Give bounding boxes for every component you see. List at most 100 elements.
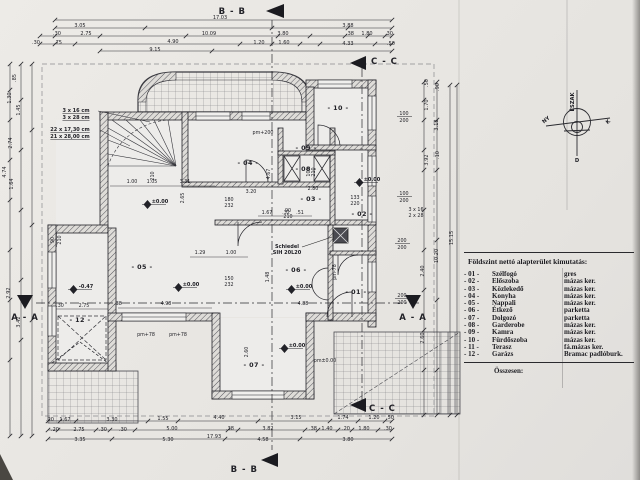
dim-top: 1.20 (253, 40, 264, 46)
window-mark-bottom: 210 (57, 235, 63, 244)
paper-crease (458, 0, 460, 480)
dim-left: 3.42 (16, 316, 22, 327)
chimney-note: Schiedel SIH 20L20 (273, 244, 302, 256)
plan-dim: .30 (56, 303, 64, 309)
legend-room-finish: mázas ker. (564, 284, 596, 293)
plan-dim: .51 (296, 210, 304, 216)
inner-dim-lines (56, 185, 312, 310)
dim-bottom: .38 (309, 426, 317, 432)
plan-dim: 4.88 (298, 301, 309, 307)
plan-dim: .38 (114, 301, 122, 307)
section-label-cc-top: C - C (371, 57, 398, 67)
entry-porch (333, 331, 461, 415)
legend-bottom-rule (464, 361, 634, 363)
plan-dim: 4.67 (266, 169, 272, 180)
legend-room-name: Nappali (492, 299, 516, 308)
section-label-cc-bottom: C - C (369, 404, 396, 414)
dim-right: .10 (435, 151, 441, 159)
level-value: ±0.00 (152, 199, 169, 205)
legend-room-finish: mázas ker. (564, 321, 596, 330)
dim-bottom: 2.75 (73, 427, 84, 433)
dim-right: 3.92 (424, 154, 430, 165)
plan-dim: 1.48 (265, 272, 271, 283)
legend-room-number: - 07 - (464, 313, 480, 322)
legend-room-name: Fürdőszoba (492, 335, 528, 344)
roof-outline (41, 63, 435, 417)
legend-room-finish: mázas ker. (564, 299, 596, 308)
plan-dim: pm+78 (169, 332, 187, 338)
legend-room-name: Közlekedő (492, 284, 524, 293)
dim-bottom: 4.40 (213, 415, 224, 421)
compass-east-label: K (605, 118, 613, 126)
dim-bottom: 5.00 (166, 426, 177, 432)
terrace (137, 71, 311, 113)
window-mark-bottom: 200 (397, 300, 406, 306)
plan-dim: .32 (282, 210, 290, 216)
plan-dim: 220 (350, 201, 359, 207)
stairs (107, 119, 177, 167)
plan-dim: 1.67 (262, 210, 273, 216)
plan-dim: 90 (285, 208, 291, 214)
legend-room-name: Kamra (492, 328, 514, 337)
legend-room-name: Terasz (492, 342, 512, 351)
legend-table: Földszint nettó alapterület kimutatás: -… (464, 252, 634, 388)
dim-left: 2.74 (8, 137, 14, 148)
dim-top: 4.90 (167, 39, 178, 45)
legend-room-number: - 11 - (464, 342, 479, 351)
section-label-aa-left: A - A (11, 313, 39, 323)
legend-room-finish: mázas ker. (564, 328, 596, 337)
dim-top: .30 (385, 31, 393, 37)
room-label: - 10 - (327, 104, 348, 112)
dim-top: .75 (54, 40, 62, 46)
driveway (47, 370, 139, 424)
dim-top: .30 (32, 40, 40, 46)
leaders (97, 110, 151, 147)
dim-right: 3.18 (434, 119, 440, 130)
room-label: - 05 - (131, 263, 152, 271)
dim-bottom: .30 (384, 426, 392, 432)
level-marker (279, 344, 303, 353)
dimension-lines (7, 17, 460, 442)
legend-room-finish: Bramac padlóburk. (564, 350, 623, 359)
dim-bottom: 1.40 (321, 426, 332, 432)
dim-right: .90 (435, 83, 441, 91)
room-label: - 04 - (237, 159, 258, 167)
section-label-bb-top: B - B (219, 7, 246, 17)
dim-bottom: .50 (386, 415, 394, 421)
paper-crease-top (566, 0, 568, 210)
dim-bottom: 1.67 (59, 417, 70, 423)
level-marker (354, 178, 378, 187)
plan-dim: pm+78 (137, 332, 155, 338)
legend-room-number: - 02 - (464, 277, 480, 286)
plan-dim: 2.60 (244, 347, 250, 358)
room-label: - 06 - (285, 266, 306, 274)
level-value: ±0.00 (364, 177, 381, 183)
plan-dim: 2.75 (79, 303, 90, 309)
compass-west-label: NY (541, 115, 551, 125)
legend-room-name: Étkező (492, 306, 513, 315)
level-marker (142, 200, 166, 209)
svg-text:SIH 20L20: SIH 20L20 (273, 250, 302, 256)
level-value: ±0.00 (183, 282, 200, 288)
room-label: - 02 - (351, 210, 372, 218)
room-label: - 09 - (295, 144, 316, 152)
legend-room-name: Szélfogó (492, 270, 517, 278)
plan-dim: 3.20 (246, 189, 257, 195)
legend-top-rule (464, 252, 634, 253)
dim-bottom: 3.82 (262, 426, 273, 432)
plan-dim: 2.80 (308, 186, 319, 192)
dim-top: 2.75 (80, 31, 91, 37)
stair-note: 3 x 16 cm (62, 108, 89, 114)
dim-top: 3.80 (277, 31, 288, 37)
dim-top: 3.88 (342, 23, 353, 29)
level-value: -0.47 (79, 284, 94, 290)
plan-dim: 4.98 (161, 301, 172, 307)
dim-left: 1.30 (7, 92, 13, 103)
section-markers: B - B B - B C - C C - C A - A A - A (11, 4, 426, 475)
level-marker (173, 283, 197, 292)
